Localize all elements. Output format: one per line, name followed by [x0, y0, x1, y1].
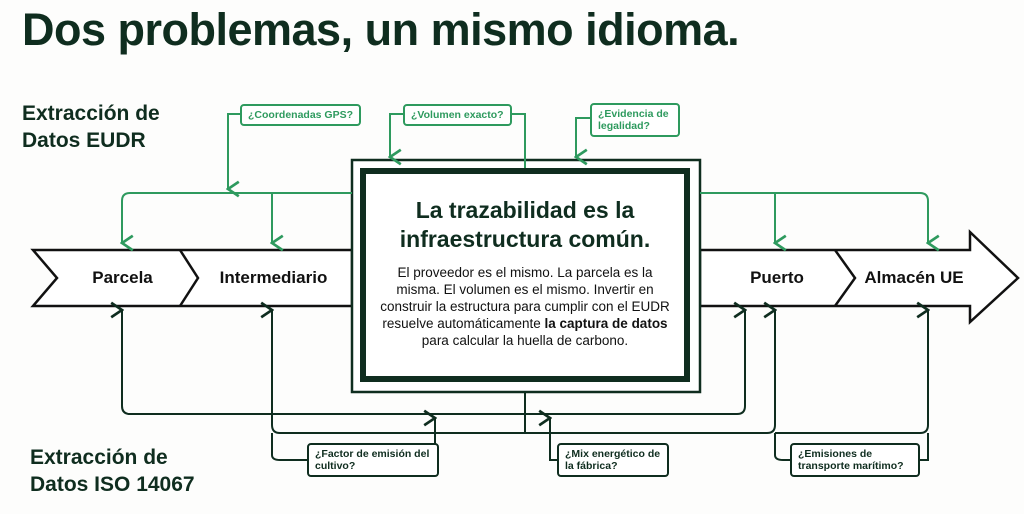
eudr-label-line2: Datos EUDR	[22, 129, 146, 152]
page-title: Dos problemas, un mismo idioma.	[22, 4, 740, 55]
stage-puerto: Puerto	[750, 268, 804, 287]
question-factor-emision: ¿Factor de emisión del cultivo?	[307, 443, 439, 477]
iso-section-label: Extracción de Datos ISO 14067	[30, 444, 195, 498]
stage-almacen-ue: Almacén UE	[864, 268, 964, 287]
eudr-section-label: Extracción de Datos EUDR	[22, 100, 160, 154]
question-volumen: ¿Volumen exacto?	[403, 104, 512, 126]
question-legalidad: ¿Evidencia de legalidad?	[590, 103, 680, 137]
central-body-end: para calcular la huella de carbono.	[421, 333, 629, 348]
central-title: La trazabilidad es la infraestructura co…	[399, 197, 651, 252]
question-emisiones-transporte: ¿Emisiones de transporte marítimo?	[790, 443, 920, 477]
iso-label-line2: Datos ISO 14067	[30, 473, 195, 496]
central-message-box: La trazabilidad es la infraestructura co…	[360, 168, 690, 382]
eudr-label-line1: Extracción de	[22, 102, 160, 125]
central-body: El proveedor es el mismo. La parcela es …	[366, 264, 684, 349]
question-gps: ¿Coordenadas GPS?	[240, 104, 362, 126]
iso-label-line1: Extracción de	[30, 446, 168, 469]
stage-parcela: Parcela	[92, 268, 153, 287]
stage-intermediario: Intermediario	[219, 268, 328, 287]
central-body-bold: la captura de datos	[544, 316, 668, 331]
central-body-text: El proveedor es el mismo. La parcela es …	[380, 265, 670, 331]
question-mix-energetico: ¿Mix energético de la fábrica?	[557, 443, 669, 477]
